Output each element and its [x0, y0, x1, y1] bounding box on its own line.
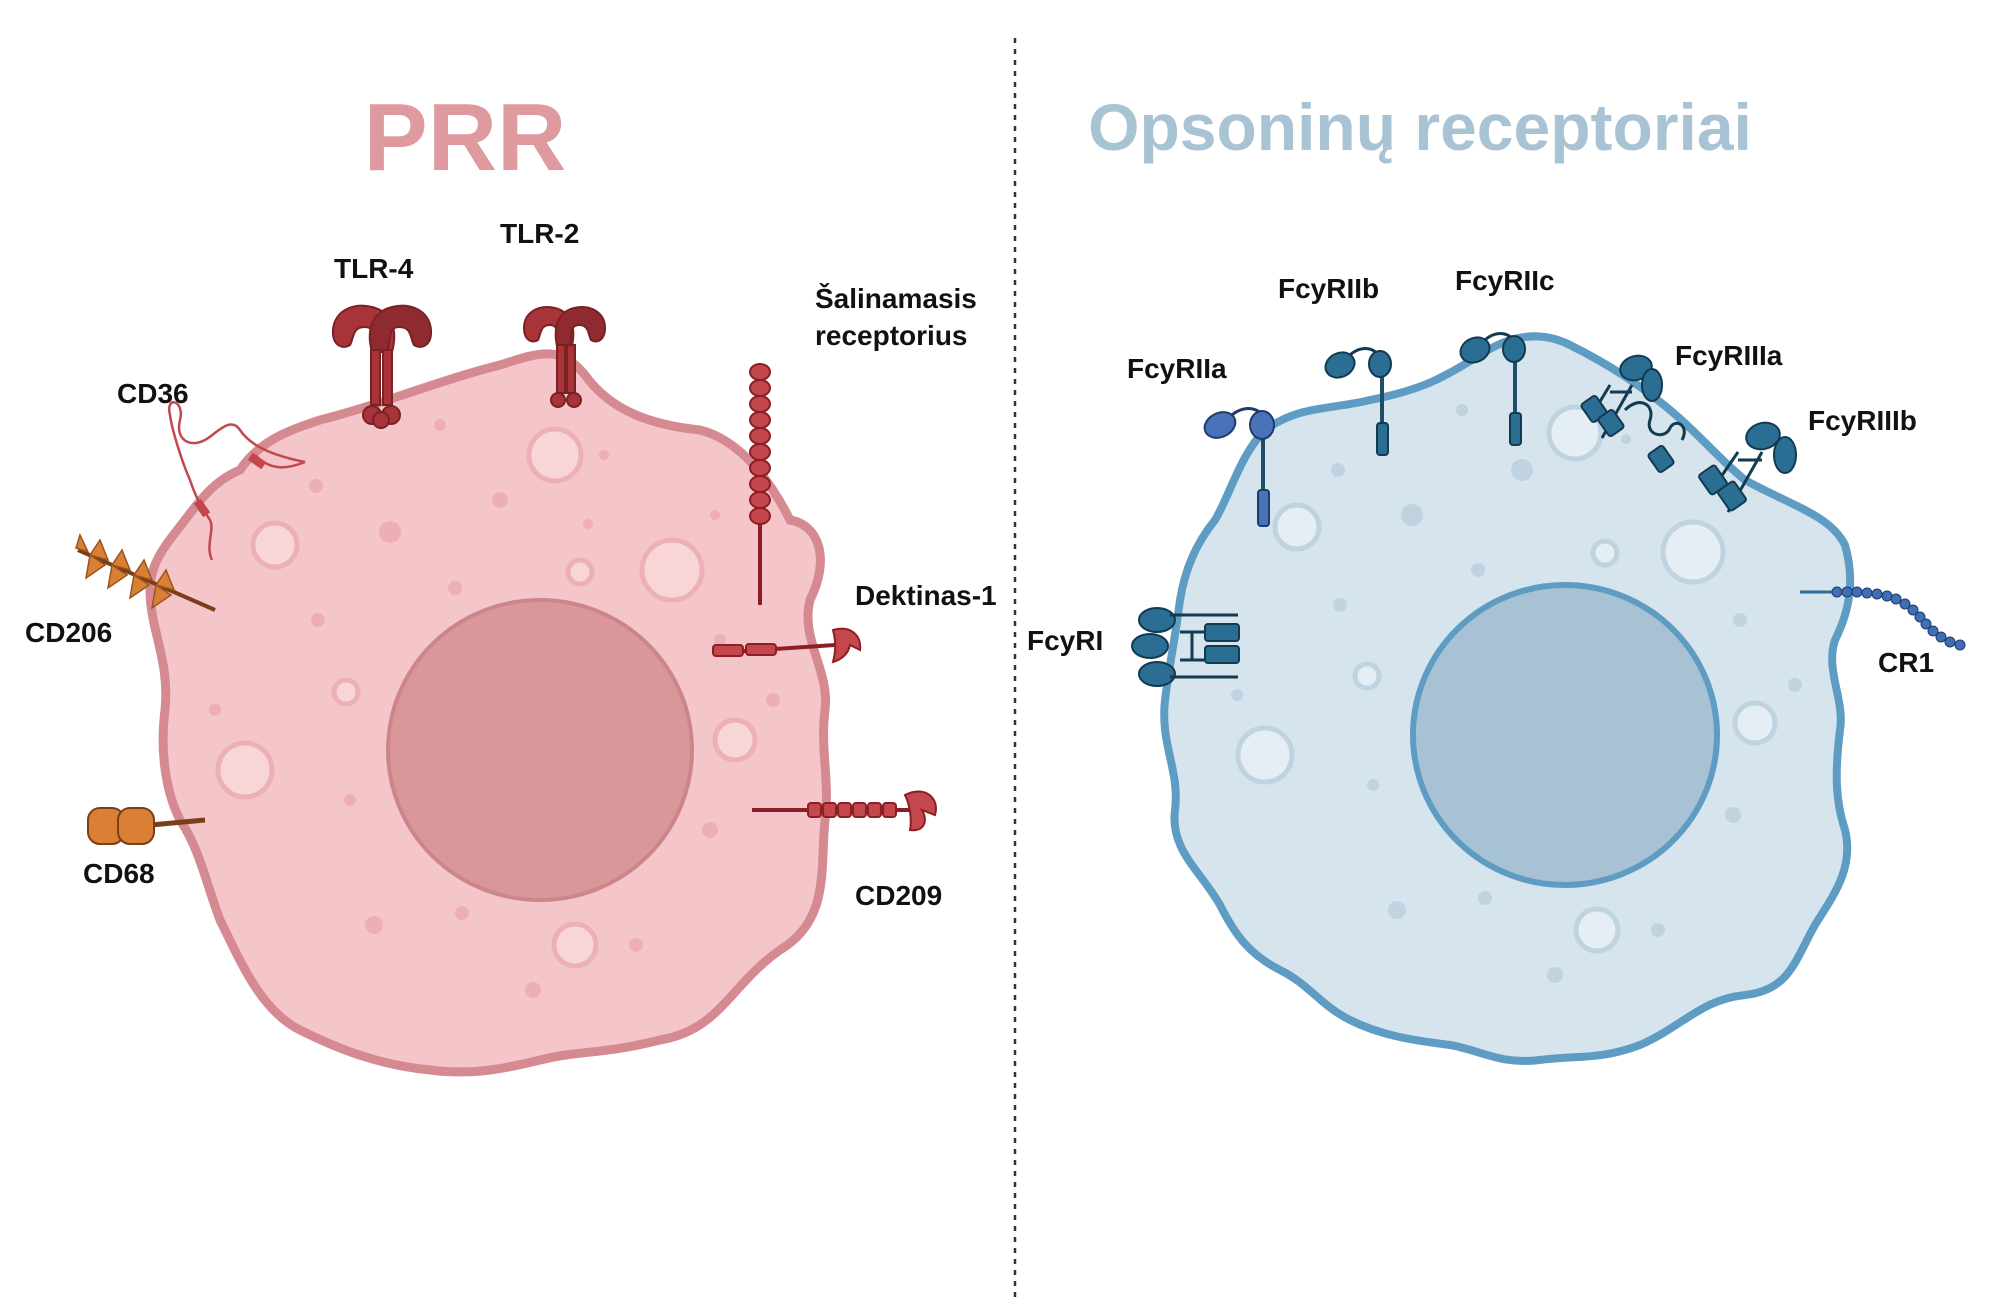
fcgr3b-label: FcyRIIIb — [1808, 405, 1917, 436]
opsonin-nucleus — [1410, 582, 1720, 888]
opsonin-vesicles — [1235, 404, 1778, 954]
fcgr2b-receptor — [1324, 347, 1392, 456]
tlr2-receptor — [522, 306, 607, 408]
cd206-receptor — [75, 532, 216, 612]
fcgr3a-receptor — [1580, 354, 1686, 473]
cd36-label: CD36 — [117, 378, 189, 409]
cd206-label: CD206 — [25, 617, 112, 648]
tlr2-label: TLR-2 — [500, 218, 579, 249]
scavenger-label-line1: Šalinamasis — [815, 282, 977, 314]
dectin1-label: Dektinas-1 — [855, 580, 997, 611]
opsonin-panel: Opsoninų receptoriai — [1027, 90, 1966, 1065]
tlr4-receptor — [331, 304, 433, 429]
fcgr2b-label: FcyRIIb — [1278, 273, 1379, 304]
prr-nucleus — [386, 598, 694, 902]
fcgr1-label: FcyRI — [1027, 625, 1103, 656]
prr-panel: PRR — [25, 84, 997, 1077]
fcgr2a-label: FcyRIIa — [1127, 353, 1227, 384]
fcgr3b-receptor — [1698, 421, 1797, 513]
cd68-label: CD68 — [83, 858, 155, 889]
scavenger-receptor — [749, 363, 771, 605]
fcgr1-receptor — [1131, 607, 1240, 687]
opsonin-granules — [1231, 404, 1802, 983]
fcgr2c-receptor — [1459, 332, 1526, 446]
opsonin-title: Opsoninų receptoriai — [1088, 90, 1752, 164]
cr1-label: CR1 — [1878, 647, 1934, 678]
cd209-label: CD209 — [855, 880, 942, 911]
prr-title: PRR — [364, 84, 567, 191]
fcgr2c-label: FcyRIIc — [1455, 265, 1555, 296]
cd209-receptor — [752, 790, 937, 832]
fcgr2a-receptor — [1203, 407, 1275, 527]
prr-vesicles — [215, 426, 758, 969]
prr-granules — [209, 419, 780, 998]
dectin1-receptor — [712, 627, 862, 664]
cd68-receptor — [87, 807, 206, 845]
fcgr3a-label: FcyRIIIa — [1675, 340, 1783, 371]
cr1-receptor — [1800, 586, 1966, 651]
tlr4-label: TLR-4 — [334, 253, 414, 284]
cd36-receptor — [167, 401, 306, 561]
scavenger-label-line2: receptorius — [815, 320, 968, 351]
